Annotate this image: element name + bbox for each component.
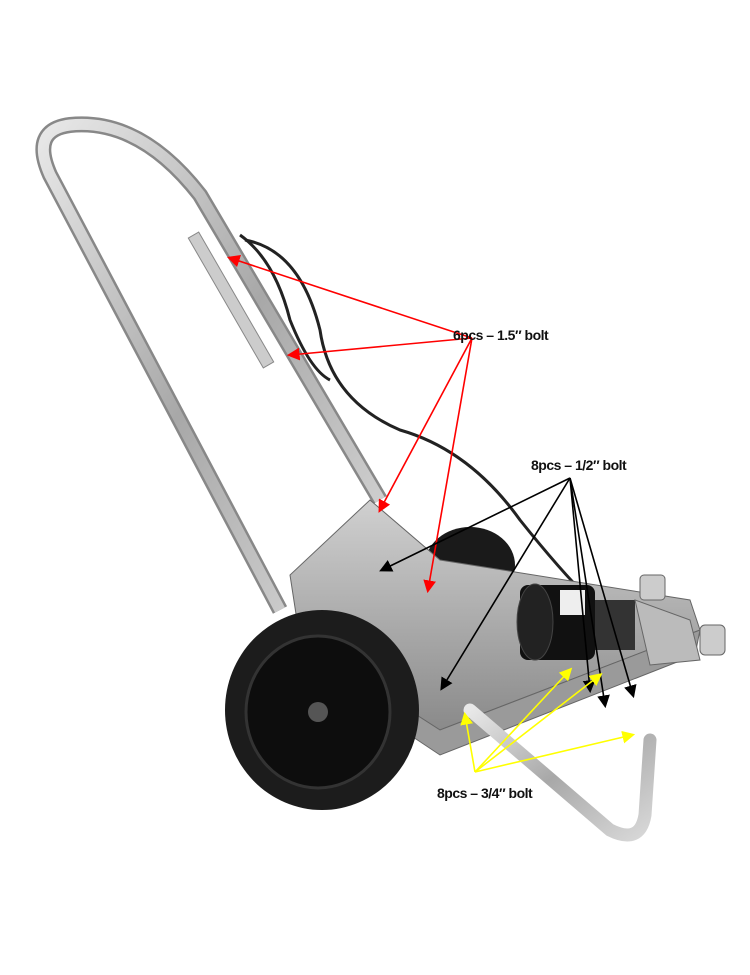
front-stand (463, 703, 657, 842)
label-3-4-bolt: 8pcs – 3/4″ bolt (437, 785, 533, 801)
front-wheel (225, 610, 419, 810)
power-cord (244, 238, 592, 602)
handle-frame (35, 116, 387, 614)
label-1-2-bolt: 8pcs – 1/2″ bolt (531, 457, 627, 473)
pump-motor (516, 574, 726, 666)
arrows-1-5-bolt (226, 254, 473, 594)
arrows-1-2-bolt (379, 477, 637, 709)
arrows-3-4-bolt (460, 667, 636, 773)
label-1-5-bolt: 6pcs – 1.5″ bolt (453, 327, 549, 343)
